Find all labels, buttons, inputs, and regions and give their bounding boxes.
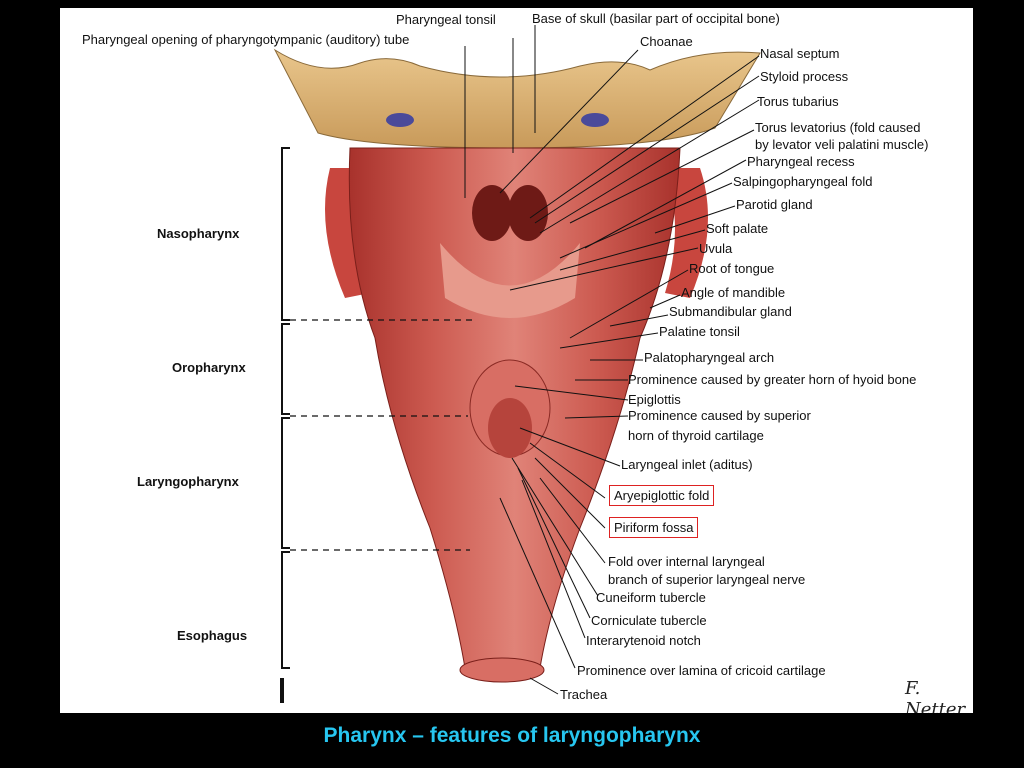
pharynx-illustration: [273, 25, 761, 703]
label-submandibular: Submandibular gland: [669, 304, 792, 319]
label-fold-internal-1: Fold over internal laryngeal: [608, 554, 765, 569]
label-pharyngotympanic: Pharyngeal opening of pharyngotympanic (…: [82, 32, 410, 47]
soft-palate: [440, 243, 580, 318]
label-cricoid: Prominence over lamina of cricoid cartil…: [577, 663, 826, 678]
trachea-ring: [459, 657, 545, 683]
label-hyoid-prominence: Prominence caused by greater horn of hyo…: [628, 372, 917, 387]
choana-left: [472, 185, 512, 241]
choana-right: [508, 185, 548, 241]
laryngeal-inlet-shape: [488, 398, 532, 458]
region-esophagus: Esophagus: [177, 628, 248, 643]
label-base-of-skull: Base of skull (basilar part of occipital…: [532, 11, 780, 26]
skull-foramen-right: [581, 113, 609, 127]
label-uvula: Uvula: [699, 241, 733, 256]
region-nasopharynx: Nasopharynx: [157, 226, 240, 241]
region-brackets: [280, 147, 290, 703]
base-of-skull: [273, 48, 761, 149]
label-laryngeal-inlet: Laryngeal inlet (aditus): [621, 457, 753, 472]
label-fold-internal-2: branch of superior laryngeal nerve: [608, 572, 806, 587]
label-styloid: Styloid process: [760, 69, 849, 84]
label-pharyngeal-recess: Pharyngeal recess: [747, 154, 855, 169]
label-nasal-septum: Nasal septum: [760, 46, 840, 61]
skull-foramen-left: [386, 113, 414, 127]
label-angle-of-mandible: Angle of mandible: [681, 285, 786, 300]
region-oropharynx: Oropharynx: [172, 360, 246, 375]
label-torus-levatorius-2: by levator veli palatini muscle): [755, 137, 929, 152]
label-root-of-tongue: Root of tongue: [689, 261, 775, 276]
label-salpingopharyngeal: Salpingopharyngeal fold: [733, 174, 873, 189]
slide-caption: Pharynx – features of laryngopharynx: [323, 724, 701, 747]
label-palatine-tonsil: Palatine tonsil: [659, 324, 740, 339]
label-aryepiglottic-fold: Aryepiglottic fold: [608, 485, 715, 506]
label-trachea: Trachea: [560, 687, 608, 702]
artist-signature: F. Netter: [905, 678, 966, 713]
leader-lines: [464, 25, 760, 695]
label-palatopharyngeal: Palatopharyngeal arch: [644, 350, 775, 365]
label-choanae: Choanae: [640, 34, 693, 49]
label-cuneiform: Cuneiform tubercle: [596, 590, 706, 605]
label-epiglottis: Epiglottis: [628, 392, 681, 407]
label-interarytenoid: Interarytenoid notch: [586, 633, 701, 648]
label-torus-tubarius: Torus tubarius: [757, 94, 839, 109]
label-thyroid-prominence-2: horn of thyroid cartilage: [628, 428, 764, 443]
region-dividers: [290, 319, 472, 551]
label-torus-levatorius-1: Torus levatorius (fold caused: [755, 120, 921, 135]
label-pharyngeal-tonsil: Pharyngeal tonsil: [396, 12, 496, 27]
label-soft-palate: Soft palate: [706, 221, 769, 236]
label-thyroid-prominence-1: Prominence caused by superior: [628, 408, 811, 423]
label-corniculate: Corniculate tubercle: [591, 613, 707, 628]
diagram-panel: Nasopharynx Oropharynx Laryngopharynx Es…: [60, 8, 973, 713]
region-laryngopharynx: Laryngopharynx: [137, 474, 239, 489]
label-piriform-fossa: Piriform fossa: [608, 517, 699, 538]
label-parotid: Parotid gland: [736, 197, 813, 212]
